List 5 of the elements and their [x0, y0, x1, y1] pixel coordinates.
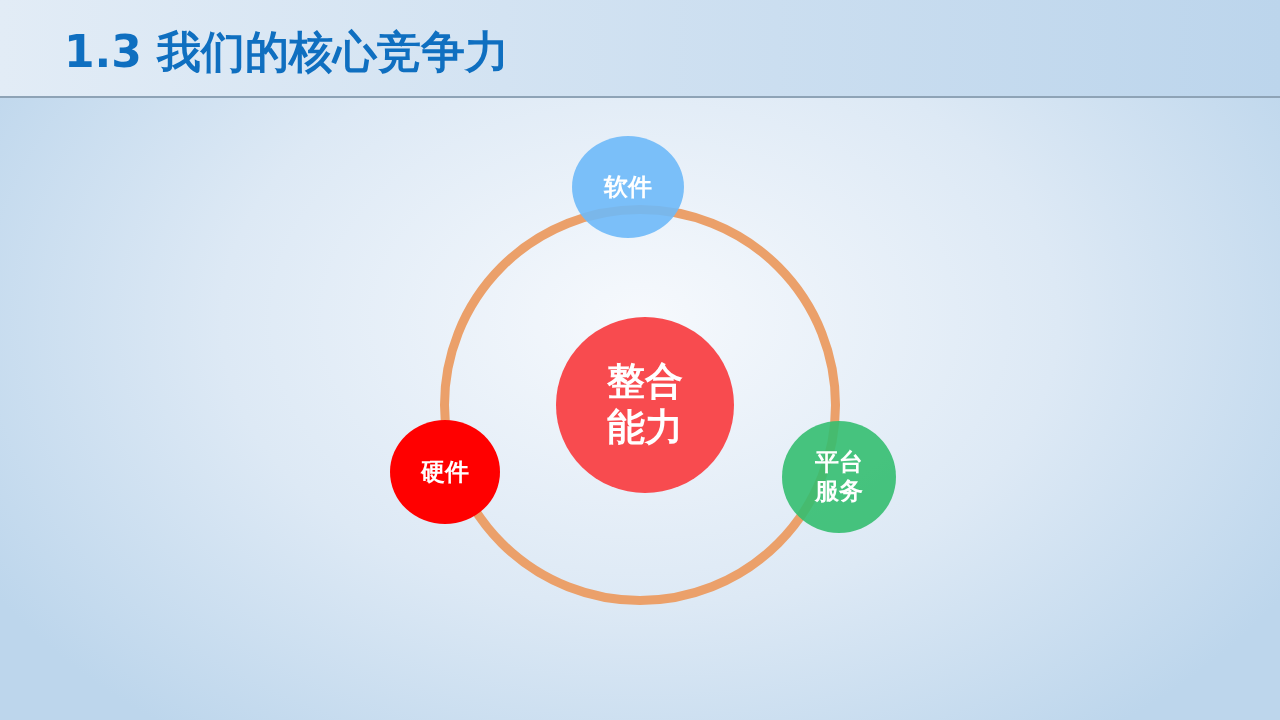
node-label: 平台服务 — [813, 448, 864, 506]
node-label: 软件 — [602, 172, 653, 202]
node-label: 整合能力 — [606, 359, 684, 451]
node-label: 硬件 — [420, 457, 470, 487]
slide-title: 1.3 我们的核心竞争力 — [64, 26, 510, 79]
